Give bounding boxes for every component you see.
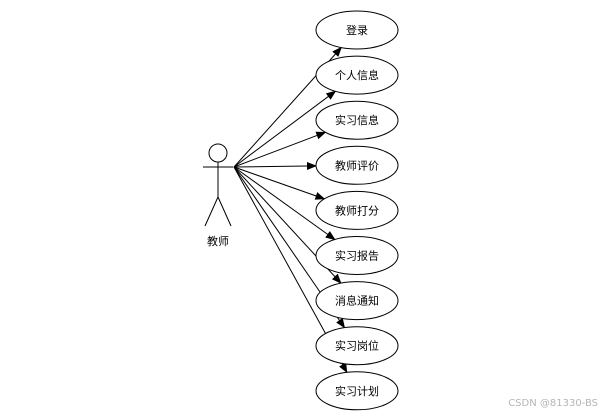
use-case: 教师评价 bbox=[315, 145, 399, 185]
use-case: 个人信息 bbox=[315, 55, 399, 95]
use-case-ellipse bbox=[315, 236, 399, 275]
use-case-ellipse bbox=[315, 281, 399, 321]
use-case-label: 消息通知 bbox=[335, 294, 379, 308]
use-case-label: 登录 bbox=[346, 23, 368, 37]
actor-left-leg bbox=[204, 196, 219, 227]
use-case-ellipse bbox=[315, 371, 399, 411]
actor-right-leg bbox=[217, 196, 232, 227]
use-case-ellipse bbox=[315, 145, 399, 185]
association-arrow bbox=[233, 166, 326, 200]
watermark: CSDN @81330-BS bbox=[508, 398, 598, 409]
association-arrow bbox=[233, 162, 317, 171]
use-case: 实习信息 bbox=[315, 100, 399, 140]
actor-head bbox=[208, 143, 228, 163]
use-case-label: 个人信息 bbox=[335, 68, 379, 82]
association-arrow bbox=[233, 90, 337, 168]
use-case-ellipse bbox=[315, 326, 399, 366]
use-case-label: 教师打分 bbox=[335, 203, 379, 217]
actor-teacher: 教师 bbox=[203, 143, 233, 248]
use-case: 教师打分 bbox=[315, 190, 399, 230]
use-case: 登录 bbox=[315, 10, 399, 50]
use-case: 实习计划 bbox=[315, 371, 399, 411]
use-case-label: 实习计划 bbox=[335, 384, 379, 398]
use-case-ellipse bbox=[315, 100, 399, 140]
use-case-ellipse bbox=[315, 55, 399, 95]
actor-label: 教师 bbox=[207, 235, 229, 248]
association-arrow bbox=[233, 166, 336, 241]
use-case: 消息通知 bbox=[315, 281, 399, 321]
use-case-label: 实习岗位 bbox=[335, 339, 379, 353]
use-case: 实习报告 bbox=[315, 236, 399, 275]
association-arrow bbox=[233, 131, 327, 168]
use-case-label: 实习报告 bbox=[335, 249, 379, 263]
use-case-label: 教师评价 bbox=[335, 159, 379, 172]
use-case: 实习岗位 bbox=[315, 326, 399, 366]
use-case-label: 实习信息 bbox=[335, 113, 379, 127]
use-case-ellipse bbox=[315, 190, 399, 230]
use-case-ellipse bbox=[315, 10, 399, 50]
